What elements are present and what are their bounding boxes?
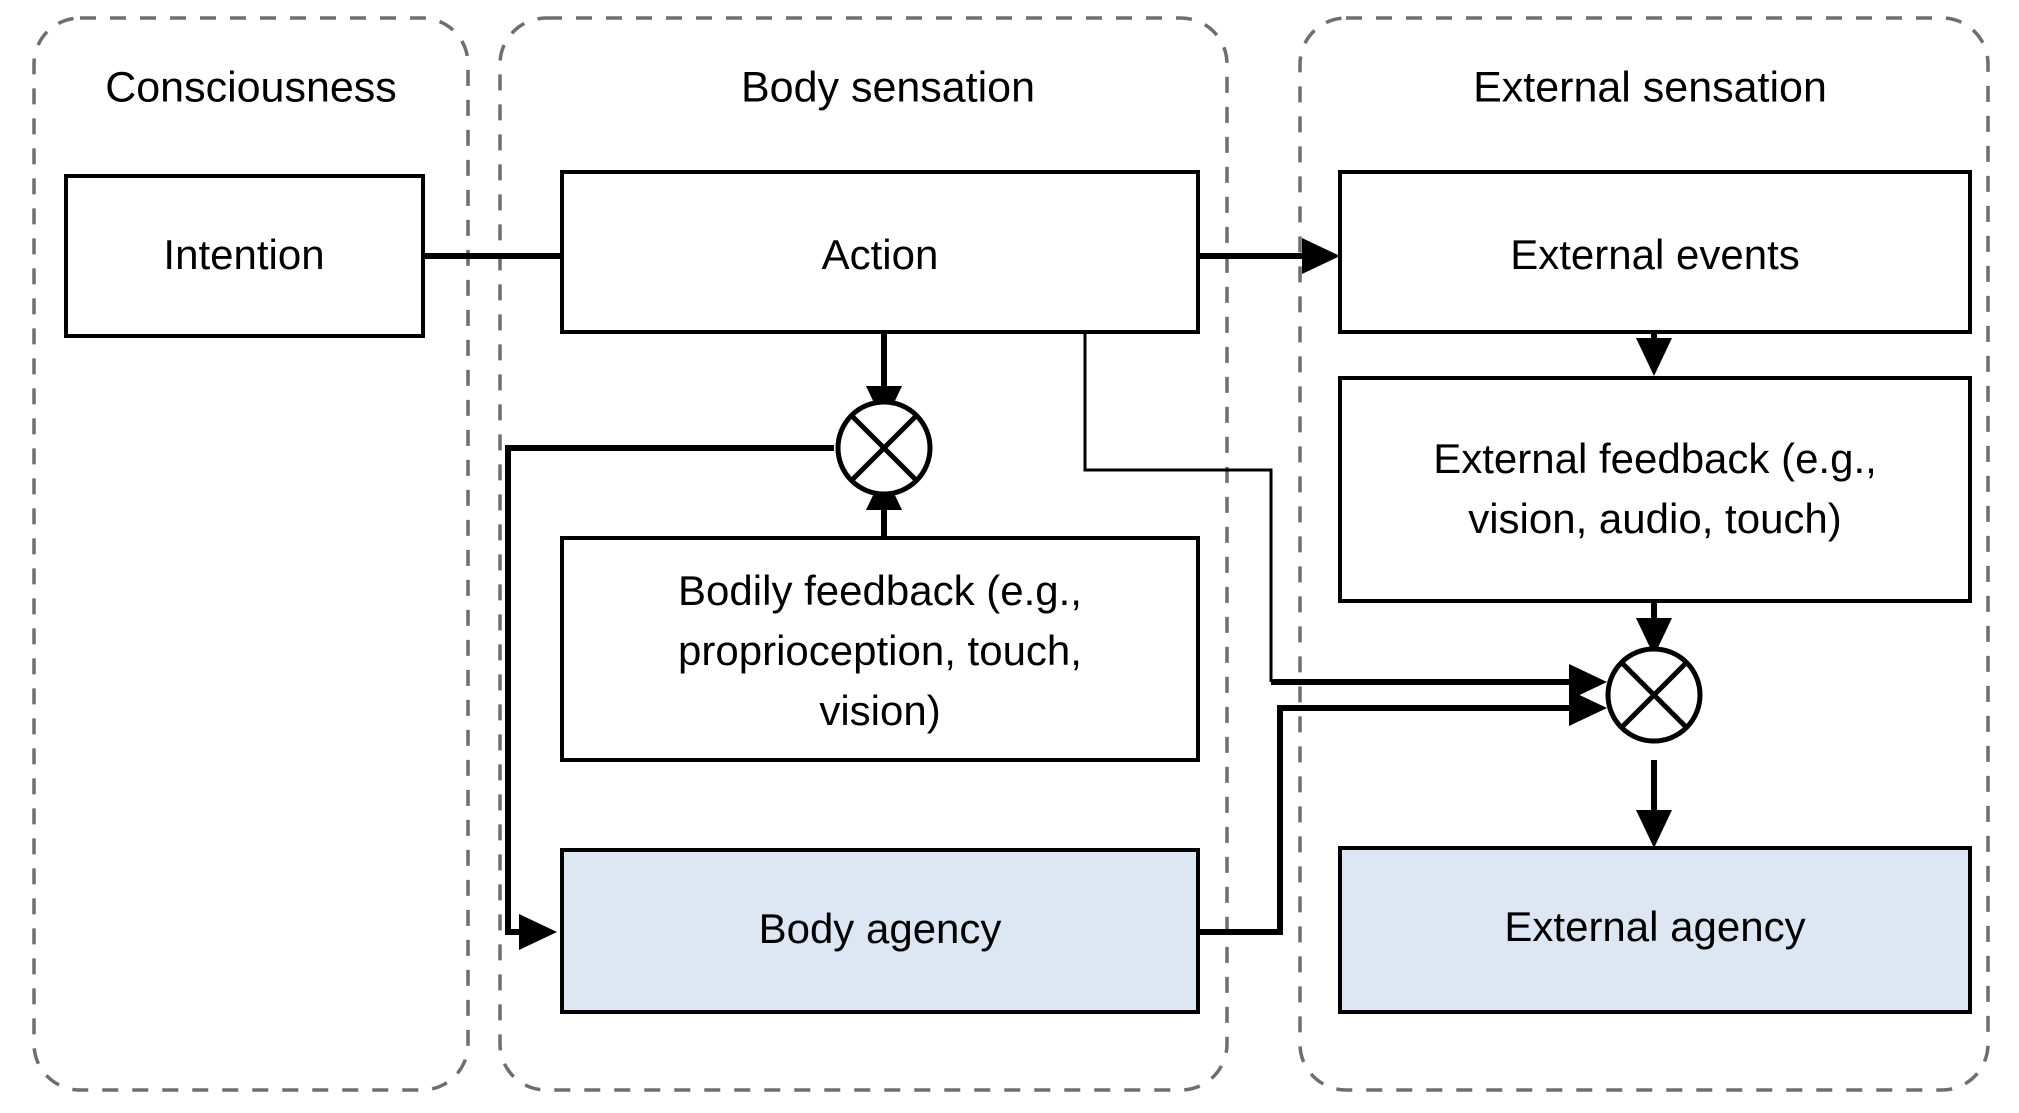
comparator-x-icon <box>1619 660 1689 730</box>
external-comparator[interactable] <box>1605 646 1703 744</box>
node-intention-box[interactable] <box>64 174 425 338</box>
node-external-agency-label: External agency <box>1504 903 1805 950</box>
arrow-head-icon <box>1636 618 1672 656</box>
arrow-head-icon <box>1569 690 1607 726</box>
node-bodily-feedback-label-line-3: vision) <box>819 687 940 734</box>
group-body-sensation: Body sensation <box>498 16 1229 1092</box>
edge-external-comparator-to-external-agency <box>1636 760 1672 848</box>
edge-action-to-external-events <box>1198 238 1340 274</box>
group-consciousness: Consciousness <box>32 16 470 1092</box>
node-intention[interactable]: Intention <box>64 174 425 338</box>
node-bodily-feedback-label-line-1: Bodily feedback (e.g., <box>678 567 1082 614</box>
node-bodily-feedback-label-line-2: proprioception, touch, <box>678 627 1082 674</box>
edge-body-comparator-to-body-agency <box>505 445 834 950</box>
node-intention-label: Intention <box>163 231 324 278</box>
node-external-events[interactable]: External events <box>1338 170 1972 334</box>
node-external-agency[interactable]: External agency <box>1338 846 1972 1014</box>
node-external-feedback-label-line-1: External feedback (e.g., <box>1433 435 1877 482</box>
group-external-sensation-title: External sensation <box>1473 63 1827 111</box>
group-consciousness-title: Consciousness <box>105 63 397 111</box>
node-external-agency-box[interactable] <box>1338 846 1972 1014</box>
node-action[interactable]: Action <box>560 170 1200 334</box>
group-body-sensation-border <box>498 16 1229 1092</box>
edge-external-events-to-external-feedback <box>1636 332 1672 376</box>
arrow-head-icon <box>1302 238 1340 274</box>
group-external-sensation: External sensation <box>1298 16 1990 1092</box>
arrow-head-icon <box>1636 338 1672 376</box>
node-body-agency-label: Body agency <box>759 905 1002 952</box>
node-external-feedback[interactable]: External feedback (e.g., vision, audio, … <box>1338 376 1972 603</box>
node-external-feedback-label-line-2: vision, audio, touch) <box>1468 495 1842 542</box>
node-external-events-box[interactable] <box>1338 170 1972 334</box>
node-action-box[interactable] <box>560 170 1200 334</box>
group-consciousness-border <box>32 16 470 1092</box>
comparator-x-icon <box>849 413 919 483</box>
arrow-head-icon <box>1569 664 1607 700</box>
node-body-agency-box[interactable] <box>560 848 1200 1014</box>
edge-action-to-external-comparator <box>1083 332 1607 700</box>
node-bodily-feedback-box[interactable] <box>560 536 1200 762</box>
edge-body-agency-to-external-comparator <box>1198 690 1607 935</box>
arrow-head-icon <box>1636 810 1672 848</box>
body-comparator[interactable] <box>835 399 933 497</box>
node-external-events-label: External events <box>1510 231 1800 278</box>
edge-external-feedback-to-external-comparator <box>1636 601 1672 656</box>
node-action-label: Action <box>822 231 939 278</box>
node-external-feedback-box[interactable] <box>1338 376 1972 603</box>
node-bodily-feedback[interactable]: Bodily feedback (e.g., proprioception, t… <box>560 536 1200 762</box>
group-body-sensation-title: Body sensation <box>741 63 1035 111</box>
group-external-sensation-border <box>1298 16 1990 1092</box>
arrow-head-icon <box>519 914 557 950</box>
node-body-agency[interactable]: Body agency <box>560 848 1200 1014</box>
